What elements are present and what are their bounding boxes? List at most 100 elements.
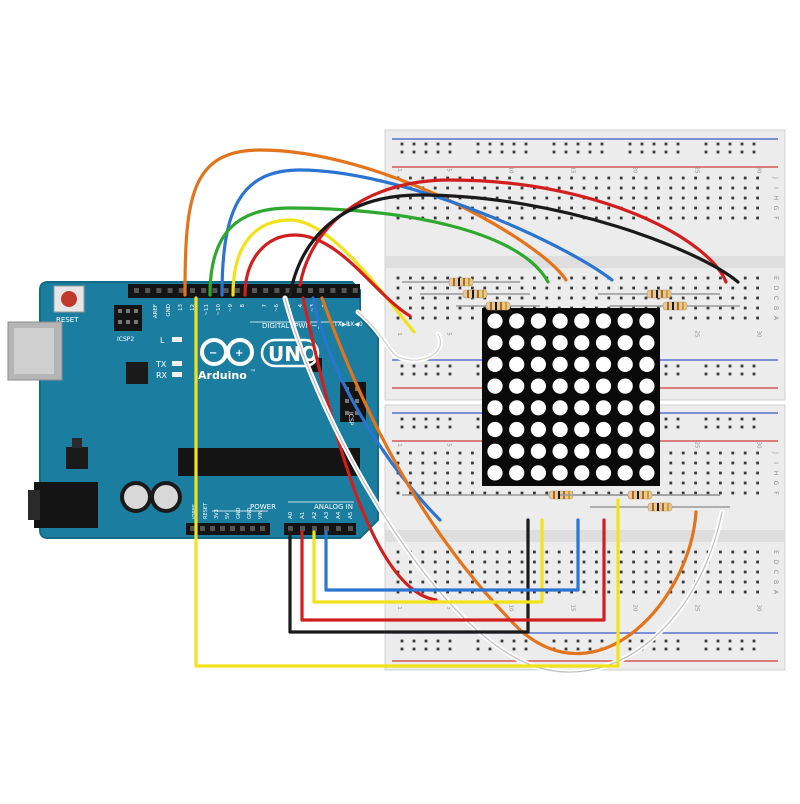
terminal-hole (681, 316, 685, 320)
rail-hole (448, 639, 452, 643)
rail-hole (524, 639, 528, 643)
terminal-hole (644, 570, 648, 574)
terminal-hole (681, 570, 685, 574)
matrix-led (530, 378, 547, 394)
matrix-led (639, 400, 655, 416)
resistors (402, 277, 740, 512)
terminal-hole (409, 471, 412, 475)
terminal-hole (421, 206, 425, 210)
terminal-hole (644, 560, 648, 564)
header-pin (348, 526, 353, 531)
rail-hole (588, 647, 592, 651)
analog-pin-label: A2 (312, 512, 318, 519)
matrix-led (487, 356, 503, 372)
rail-hole (716, 372, 720, 376)
terminal-hole (495, 590, 499, 594)
icsp-label: ICSP (347, 412, 354, 426)
terminal-hole (669, 560, 673, 564)
matrix-led (617, 465, 633, 481)
terminal-hole (743, 316, 747, 320)
resistor-band (472, 290, 474, 298)
reset-button[interactable] (61, 291, 77, 307)
terminal-hole (644, 276, 648, 280)
matrix-led (595, 335, 612, 351)
brand-label: Arduino (198, 369, 247, 382)
terminal-hole (508, 570, 511, 574)
terminal-hole (433, 580, 437, 584)
terminal-hole (409, 580, 412, 584)
icsp2-label: ICSP2 (117, 336, 134, 343)
terminal-hole (644, 176, 648, 180)
terminal-hole (433, 296, 437, 300)
terminal-hole (409, 570, 412, 574)
terminal-hole (421, 590, 425, 594)
header-pin (190, 288, 195, 293)
wire-red-d5 (301, 296, 438, 602)
terminal-hole (582, 580, 586, 584)
header-pin (220, 526, 225, 531)
terminal-hole (557, 570, 561, 574)
terminal-hole (731, 481, 735, 485)
terminal-hole (632, 550, 635, 554)
power-pin-label: 3V3 (214, 509, 220, 519)
terminal-hole (743, 451, 747, 455)
terminal-hole (595, 186, 598, 190)
terminal-hole (471, 461, 474, 465)
digital-pin-label: ~9 (228, 304, 234, 313)
wire-green-d11 (208, 206, 550, 297)
terminal-hole (632, 296, 635, 300)
terminal-hole (756, 286, 759, 290)
terminal-hole (557, 550, 561, 554)
rail-hole (728, 364, 732, 368)
rail-hole (704, 150, 708, 154)
rx-pin-label: RX◀0 (346, 321, 363, 328)
terminal-hole (433, 550, 437, 554)
column-number: 30 (756, 167, 762, 174)
matrix-led (639, 335, 655, 351)
terminal-hole (731, 316, 735, 320)
resistor-band (482, 290, 484, 298)
wire-red-d8 (243, 233, 412, 318)
rail-hole (448, 425, 452, 429)
column-number: 30 (756, 442, 762, 449)
matrix-led (509, 356, 525, 372)
header-pin (324, 526, 329, 531)
digital-pin-label: 4 (298, 304, 304, 308)
terminal-hole (433, 570, 437, 574)
row-letter: D (772, 286, 779, 291)
terminal-hole (495, 286, 499, 290)
digital-pin-label: 12 (190, 304, 196, 311)
matrix-led (595, 400, 612, 416)
terminal-hole (756, 550, 759, 554)
rail-hole (676, 150, 680, 154)
header-pin (355, 411, 359, 415)
header-pin (341, 288, 347, 293)
capacitor-top (124, 485, 148, 509)
terminal-hole (421, 196, 425, 200)
terminal-hole (681, 491, 685, 495)
terminal-hole (520, 580, 524, 584)
rail-hole (664, 142, 668, 146)
rail-hole (436, 639, 440, 643)
resistor-band (642, 491, 644, 499)
terminal-hole (458, 491, 462, 495)
terminal-hole (446, 176, 449, 180)
terminal-hole (657, 186, 660, 190)
terminal-hole (421, 286, 425, 290)
bottom-header-pins (190, 526, 353, 531)
terminal-hole (471, 491, 474, 495)
terminal-hole (533, 176, 536, 180)
terminal-hole (694, 296, 697, 300)
terminal-hole (694, 471, 697, 475)
terminal-hole (681, 286, 685, 290)
terminal-hole (669, 276, 673, 280)
terminal-hole (446, 580, 449, 584)
rail-hole (500, 150, 504, 154)
digital-pin-label: ~3 (310, 304, 316, 313)
row-letter: G (772, 481, 779, 486)
rail-hole (448, 150, 452, 154)
column-number: 25 (694, 331, 700, 338)
terminal-hole (694, 481, 697, 485)
terminal-hole (483, 550, 487, 554)
